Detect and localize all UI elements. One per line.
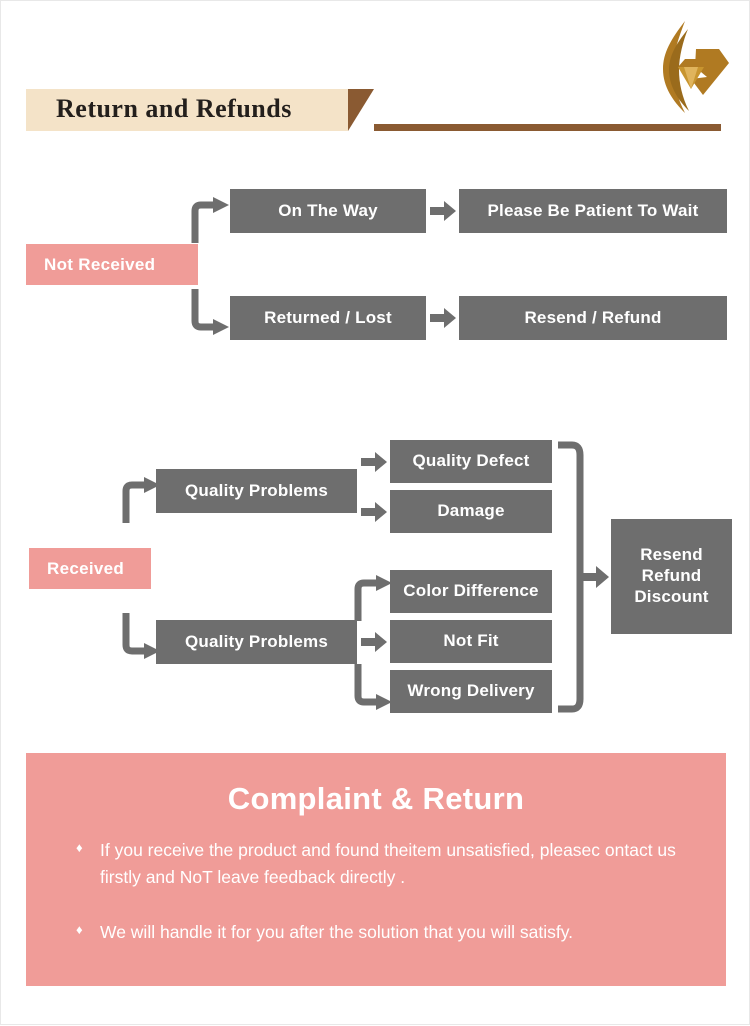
- arrow-right-1: [430, 201, 456, 221]
- elbow-arrow-down-3: [354, 664, 392, 710]
- list-item-text: We will handle it for you after the solu…: [100, 922, 574, 943]
- elbow-arrow-up-3: [354, 575, 392, 621]
- outcome-line-3: Discount: [634, 586, 709, 606]
- list-item: ♦ If you receive the product and found t…: [70, 837, 700, 891]
- complaint-panel: Complaint & Return ♦ If you receive the …: [26, 753, 726, 986]
- entry-not-received: Not Received: [26, 244, 198, 285]
- arrow-right-3: [361, 452, 387, 472]
- merge-bracket: [558, 441, 584, 713]
- box-quality-problems-1: Quality Problems: [156, 469, 357, 513]
- box-on-the-way: On The Way: [230, 189, 426, 233]
- box-outcome-resend-refund-discount: Resend Refund Discount: [611, 519, 732, 634]
- box-damage: Damage: [390, 490, 552, 533]
- entry-received: Received: [29, 548, 151, 589]
- box-resend-refund: Resend / Refund: [459, 296, 727, 340]
- box-color-difference: Color Difference: [390, 570, 552, 613]
- box-quality-problems-2: Quality Problems: [156, 620, 357, 664]
- arrow-right-5: [361, 632, 387, 652]
- bullet-diamond-icon: ♦: [76, 922, 83, 938]
- bullet-diamond-icon: ♦: [76, 840, 83, 855]
- arrow-right-4: [361, 502, 387, 522]
- ribbon-fold-shape: [348, 89, 374, 131]
- elbow-arrow-down-1: [191, 289, 229, 335]
- title-ribbon: [26, 89, 348, 131]
- elbow-arrow-up-2: [122, 477, 160, 523]
- page-header: Return and Refunds: [1, 1, 750, 151]
- outcome-line-1: Resend: [640, 545, 703, 565]
- box-returned-lost: Returned / Lost: [230, 296, 426, 340]
- elbow-arrow-up-1: [191, 197, 229, 243]
- outcome-line-2: Refund: [641, 566, 702, 586]
- arrow-right-2: [430, 308, 456, 328]
- diamond-flame-logo-icon: [641, 19, 733, 115]
- box-not-fit: Not Fit: [390, 620, 552, 663]
- box-quality-defect: Quality Defect: [390, 440, 552, 483]
- box-wrong-delivery: Wrong Delivery: [390, 670, 552, 713]
- page-title: Return and Refunds: [56, 94, 292, 123]
- header-rule: [374, 124, 721, 131]
- complaint-bullet-list: ♦ If you receive the product and found t…: [70, 837, 700, 974]
- list-item-text: If you receive the product and found the…: [100, 840, 676, 888]
- arrow-right-merge: [581, 566, 609, 588]
- list-item: ♦ We will handle it for you after the so…: [70, 919, 700, 946]
- complaint-title: Complaint & Return: [227, 781, 525, 816]
- box-please-be-patient: Please Be Patient To Wait: [459, 189, 727, 233]
- elbow-arrow-down-2: [122, 613, 160, 659]
